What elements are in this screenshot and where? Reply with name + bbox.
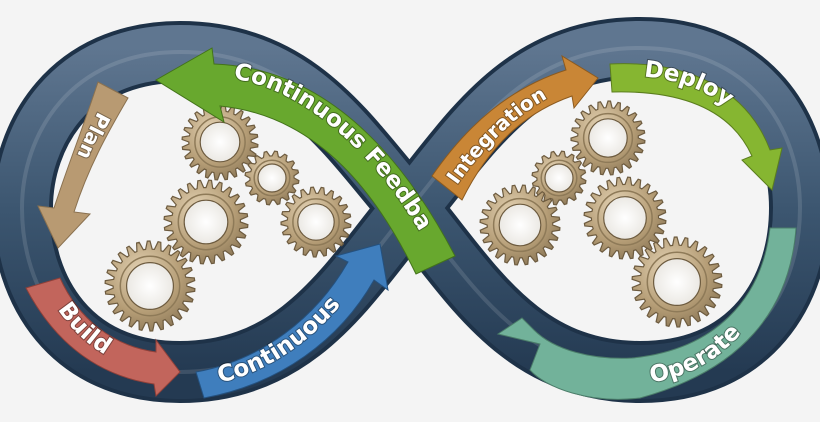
gear-cluster [104, 100, 723, 332]
continuous-feedback-arrow-body [155, 47, 456, 275]
build-arrow-body [25, 277, 181, 398]
gear-icon [583, 176, 667, 260]
continuous-arrow-body [195, 243, 389, 399]
gear-icon [244, 150, 300, 206]
gear-icon [181, 103, 259, 181]
gear-icon [479, 184, 561, 266]
operate-arrow-body [496, 227, 797, 400]
integration-arrow-body [431, 54, 599, 201]
plan-arrow-body [37, 81, 129, 249]
deploy-arrow-body [609, 63, 783, 191]
gear-icon [631, 236, 723, 328]
gear-icon [163, 179, 249, 265]
gear-icon [280, 186, 352, 258]
gear-icon [570, 100, 646, 176]
gear-icon [531, 150, 587, 206]
gear-icon [104, 240, 196, 332]
